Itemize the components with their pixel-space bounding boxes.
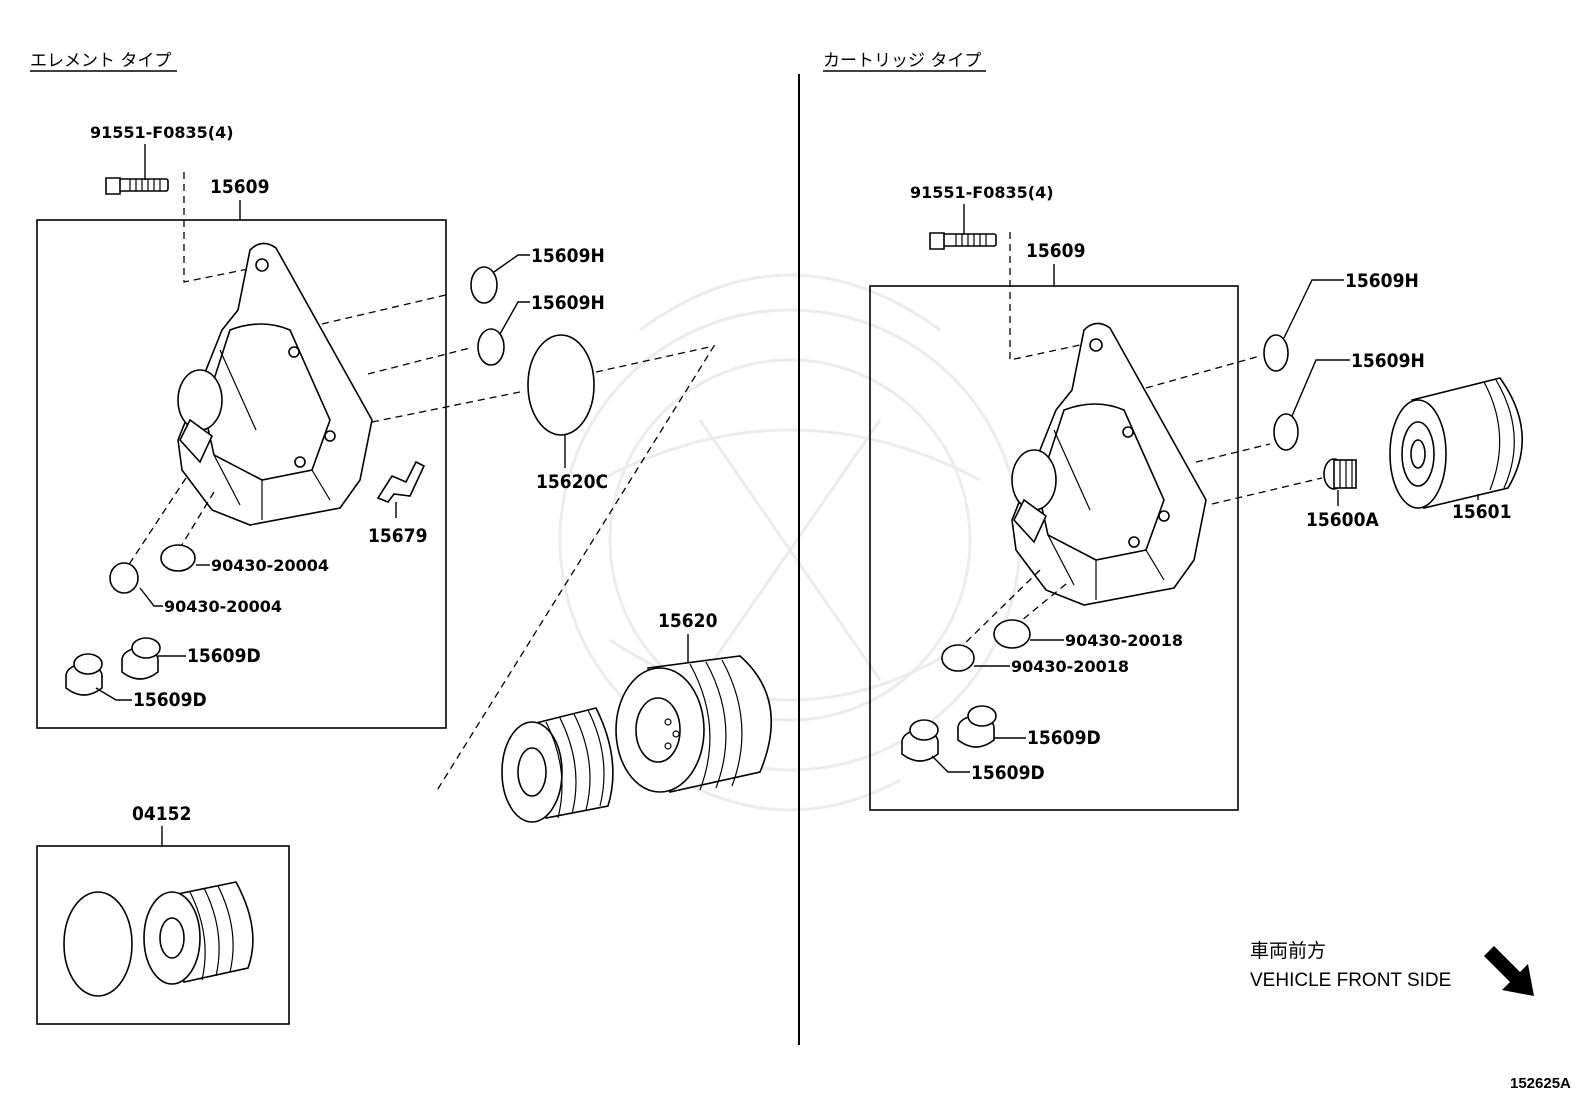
right-oil-filter-label: 15601 <box>1452 501 1511 523</box>
kit-element-icon <box>143 881 254 985</box>
right-section-title: カートリッジ タイプ <box>823 51 981 71</box>
left-oring-upper-icon <box>470 266 498 304</box>
left-oring-lower-icon <box>477 328 505 366</box>
left-section-title: エレメント タイプ <box>30 51 171 71</box>
right-union-icon <box>1323 458 1357 490</box>
right-plug-a-icon <box>957 705 997 748</box>
direction-en-label: VEHICLE FRONT SIDE <box>1250 970 1451 991</box>
right-plug-b-icon <box>901 719 939 762</box>
left-plug-a-label: 15609D <box>187 645 261 667</box>
right-plug-a-label: 15609D <box>1027 727 1101 749</box>
left-gasket-b-icon <box>109 562 139 594</box>
right-gasket-b-icon <box>941 644 975 672</box>
right-housing-label: 15609 <box>1026 240 1085 262</box>
left-bolt-icon <box>105 177 169 195</box>
watermark-emblem <box>558 273 1022 812</box>
left-plug-b-label: 15609D <box>133 689 207 711</box>
filter-cap-label: 15620 <box>658 610 718 632</box>
filter-element-icon <box>501 707 614 823</box>
left-plug-a-icon <box>121 637 161 680</box>
right-oring-upper-label: 15609H <box>1345 270 1419 292</box>
filter-cap-icon <box>615 655 772 793</box>
left-gasket-a-icon <box>160 544 196 572</box>
left-clip-icon <box>376 460 426 503</box>
right-oring-upper-icon <box>1263 334 1289 372</box>
left-clip-label: 15679 <box>368 525 427 547</box>
right-bolt-label: 91551-F0835(4) <box>910 183 1054 202</box>
right-gasket-a-icon <box>993 619 1031 649</box>
right-oil-filter-icon <box>1389 377 1523 509</box>
left-gasket-b-label: 90430-20004 <box>164 597 282 616</box>
direction-jp-label: 車両前方 <box>1250 940 1326 962</box>
kit-oring-icon <box>63 891 133 997</box>
right-bolt-icon <box>929 232 997 250</box>
left-big-oring-label: 15620C <box>536 471 608 493</box>
right-plug-b-label: 15609D <box>971 762 1045 784</box>
right-union-label: 15600A <box>1306 509 1379 531</box>
left-big-oring-icon <box>527 334 595 436</box>
right-oring-lower-label: 15609H <box>1351 350 1425 372</box>
left-oring-upper-label: 15609H <box>531 245 605 267</box>
right-oring-lower-icon <box>1273 413 1299 451</box>
left-gasket-a-label: 90430-20004 <box>211 556 329 575</box>
right-gasket-b-label: 90430-20018 <box>1011 657 1129 676</box>
left-oring-lower-label: 15609H <box>531 292 605 314</box>
left-housing-box <box>36 219 447 729</box>
element-kit-label: 04152 <box>132 803 191 825</box>
right-gasket-a-label: 90430-20018 <box>1065 631 1183 650</box>
left-bolt-label: 91551-F0835(4) <box>90 123 234 142</box>
front-direction-arrow-icon <box>1484 946 1534 996</box>
figure-reference: 152625A <box>1510 1075 1571 1092</box>
left-housing-icon <box>177 242 373 526</box>
left-housing-label: 15609 <box>210 176 269 198</box>
element-kit-box <box>36 845 290 1025</box>
left-plug-b-icon <box>65 653 103 696</box>
right-housing-icon <box>1011 322 1207 606</box>
